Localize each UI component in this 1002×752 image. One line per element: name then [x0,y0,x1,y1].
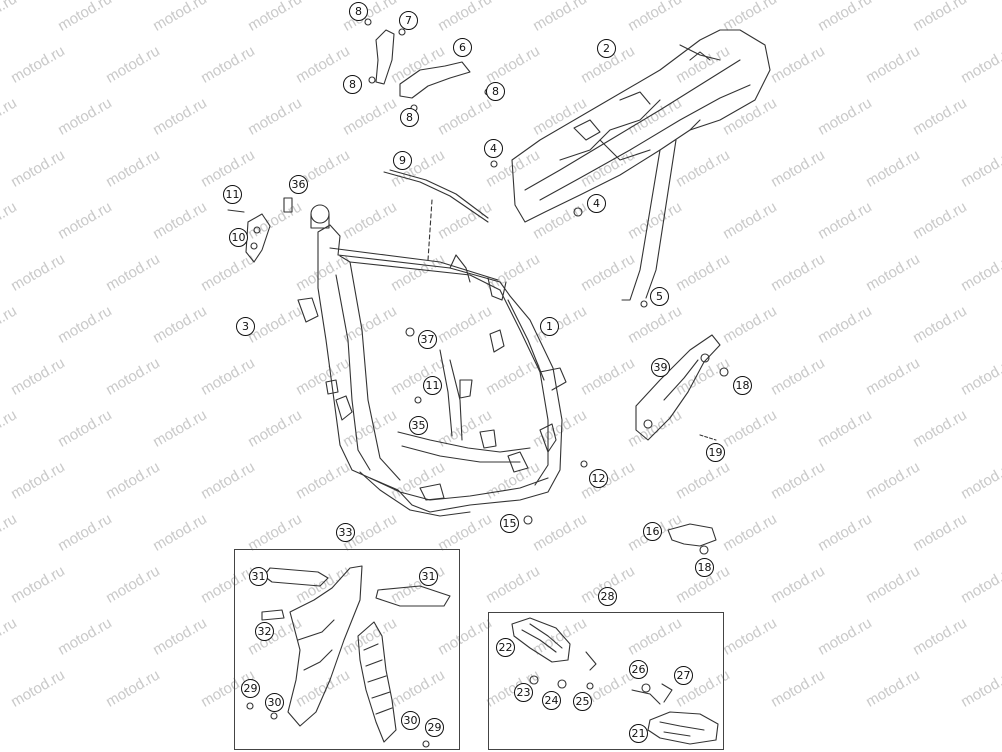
part-callout: 37 [418,330,437,349]
mount-bracket [667,523,717,555]
part-callout: 22 [496,638,515,657]
part-callout: 15 [500,514,519,533]
part-callout: 23 [514,683,533,702]
part-callout: 32 [255,622,274,641]
part-callout: 30 [265,693,284,712]
part-callout: 11 [423,376,442,395]
part-callout: 2 [597,39,616,58]
part-callout: 12 [589,469,608,488]
part-callout: 8 [343,75,362,94]
part-callout: 31 [249,567,268,586]
part-callout: 9 [393,151,412,170]
subframe [511,29,771,301]
part-callout: 11 [223,185,242,204]
part-callout: 27 [674,666,693,685]
part-callout: 18 [733,376,752,395]
part-callout: 5 [650,287,669,306]
part-callout: 8 [400,108,419,127]
part-callout: 29 [241,679,260,698]
part-callout: 21 [629,724,648,743]
part-callout: 36 [289,175,308,194]
part-callout: 39 [651,358,670,377]
part-callout: 25 [573,692,592,711]
cable-assembly [383,169,489,261]
part-callout: 18 [695,558,714,577]
part-callout: 26 [629,660,648,679]
part-callout: 8 [349,2,368,21]
part-callout: 8 [486,82,505,101]
part-callout: 4 [587,194,606,213]
fasteners [227,18,648,525]
part-callout: 19 [706,443,725,462]
side-bracket [635,334,729,441]
part-callout: 10 [229,228,248,247]
part-callout: 30 [401,711,420,730]
main-frame [297,204,567,517]
footpeg-parts [511,617,719,745]
part-callout: 7 [399,11,418,30]
part-callout: 28 [598,587,617,606]
bracket-left [245,213,271,263]
footpeg-kit-box [488,612,724,750]
part-callout: 3 [236,317,255,336]
part-callout: 31 [419,567,438,586]
guard-kit-box [234,549,460,750]
part-callout: 1 [540,317,559,336]
part-callout: 35 [409,416,428,435]
frame-guard-parts [246,565,451,748]
part-callout: 4 [484,139,503,158]
part-callout: 6 [453,38,472,57]
part-callout: 24 [542,691,561,710]
grab-handle [375,29,471,99]
part-callout: 16 [643,522,662,541]
part-callout: 29 [425,718,444,737]
part-callout: 33 [336,523,355,542]
